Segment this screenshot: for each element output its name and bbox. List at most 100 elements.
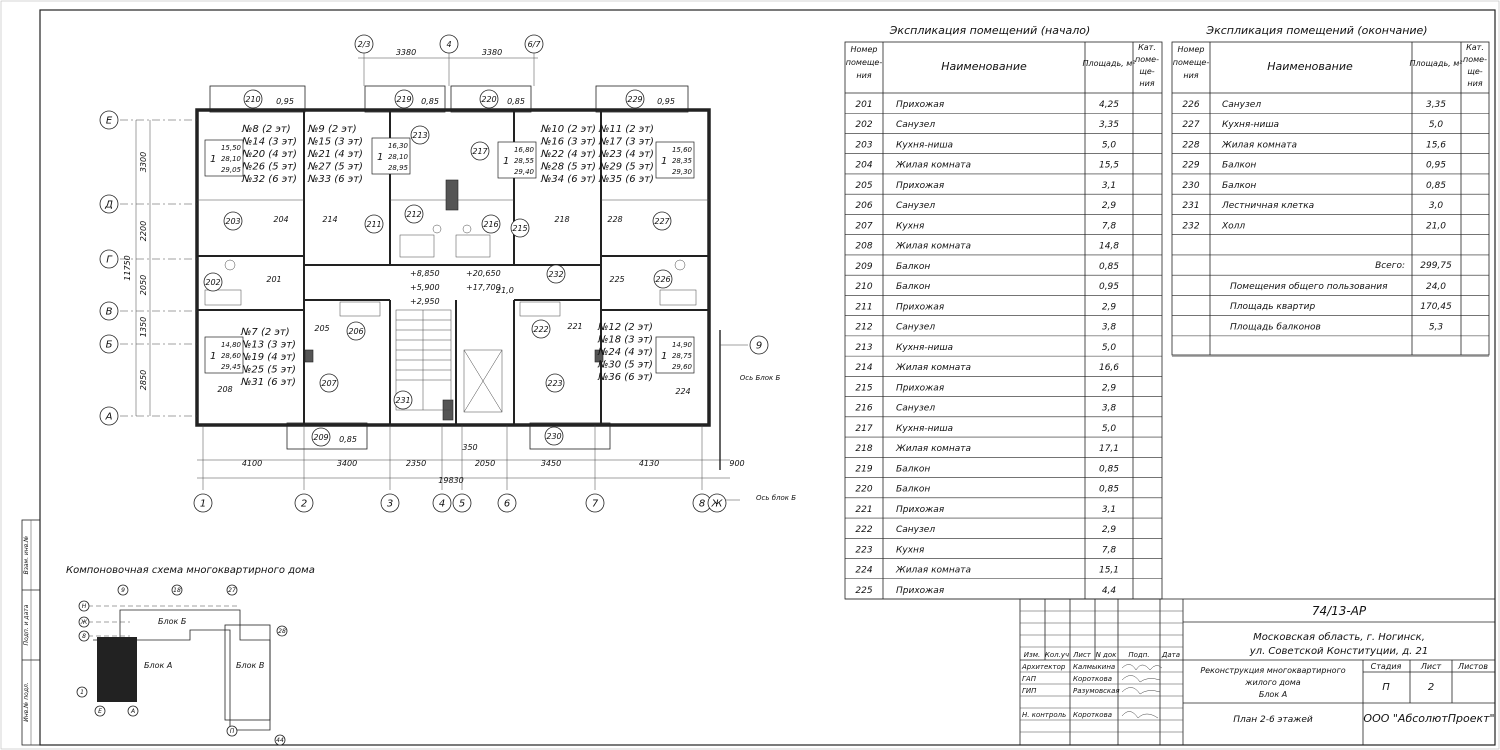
table-summary-value: 5,3 xyxy=(1429,322,1444,332)
room-tag-bubble xyxy=(223,211,243,231)
axis-4: В xyxy=(106,307,113,318)
table-cell-name: Санузел xyxy=(896,525,935,535)
explication-end-title: Экспликация помещений (окончание) xyxy=(1205,24,1427,37)
table-cell-name: Прихожая xyxy=(896,383,945,393)
table-cell-num: 222 xyxy=(855,525,872,535)
layout-axis-mark-bubble xyxy=(276,625,288,637)
apartment-number: №29 (5 эт) xyxy=(598,162,654,173)
table-header-cat: ще- xyxy=(1467,67,1482,76)
room-tag: 205 xyxy=(314,324,329,333)
apartment-area-box xyxy=(497,141,537,179)
apartment-number: №13 (3 эт) xyxy=(240,340,296,351)
layout-block-v: Блок В xyxy=(236,661,264,670)
room-tag-bubble xyxy=(652,211,672,231)
table-summary-label: Помещения общего пользования xyxy=(1230,282,1388,292)
table-cell-num: 231 xyxy=(1182,201,1199,211)
table-cell-area: 15,6 xyxy=(1426,140,1446,150)
table-summary-label: Площадь квартир xyxy=(1230,302,1315,312)
room-tag: 210 xyxy=(245,95,260,104)
room-tag: 217 xyxy=(472,147,488,156)
level-mark: +20,650 xyxy=(466,269,501,278)
table-cell-num: 217 xyxy=(855,424,872,434)
axis-2: Д xyxy=(104,200,113,211)
apartment-rooms: 1 xyxy=(661,351,667,362)
explication-end-grid xyxy=(1171,41,1490,356)
apartment-number: №25 (5 эт) xyxy=(240,365,296,376)
apartment-number: №28 (5 эт) xyxy=(540,162,596,173)
room-tag: 220 xyxy=(481,95,496,104)
table-header-name: Наименование xyxy=(941,60,1027,73)
table-cell-name: Кухня xyxy=(896,221,925,231)
table-cell-name: Балкон xyxy=(896,485,930,495)
apartment-rooms: 1 xyxy=(661,156,667,167)
table-cell-num: 211 xyxy=(855,302,872,312)
room-tag: 219 xyxy=(396,95,411,104)
bottom-dim: 2350 xyxy=(406,459,426,468)
floor-plan xyxy=(195,85,711,450)
layout-axis-mark-bubble xyxy=(171,584,183,596)
apartment-area-box xyxy=(655,141,695,179)
apartment-area: 28,75 xyxy=(672,352,693,360)
explication-end-rowlines xyxy=(1172,112,1489,357)
room-tag: 0,85 xyxy=(339,435,357,444)
layout-axis-mark-bubble xyxy=(274,734,286,746)
table-header-name: Наименование xyxy=(1267,60,1353,73)
apartment-rooms: 1 xyxy=(503,156,509,167)
table-total-value: 299,75 xyxy=(1420,261,1452,271)
stamp-col-header: Лист xyxy=(1072,651,1092,659)
room-tag: 222 xyxy=(533,325,548,334)
axis-num-8: 8 xyxy=(699,499,705,510)
room-tag-bubble xyxy=(510,218,530,238)
room-tag: 211 xyxy=(366,220,381,229)
apartment-number: №26 (5 эт) xyxy=(241,162,297,173)
table-cell-area: 15,5 xyxy=(1099,161,1119,171)
room-tag: 0,85 xyxy=(507,97,525,106)
table-cell-num: 226 xyxy=(1182,100,1199,110)
top-axis-bubble xyxy=(524,34,544,54)
table-cell-area: 3,8 xyxy=(1102,404,1117,414)
axis-num-4: 4 xyxy=(439,499,445,510)
layout-axis-mark-bubble xyxy=(226,725,238,737)
table-cell-num: 232 xyxy=(1182,221,1199,231)
axis-num-1-bubble xyxy=(193,493,213,513)
table-cell-name: Жилая комната xyxy=(1221,140,1297,150)
table-cell-num: 223 xyxy=(855,545,872,555)
room-tag: 232 xyxy=(548,270,563,279)
table-cell-area: 4,25 xyxy=(1099,100,1119,110)
layout-scheme xyxy=(88,605,271,731)
overall-horizontal-dim: 19830 xyxy=(438,476,463,485)
layout-axis-mark: 8 xyxy=(82,633,86,640)
stamp-address-2: ул. Советской Конституции, д. 21 xyxy=(1249,646,1428,657)
room-tag-bubble xyxy=(410,125,430,145)
stamp-role-name: Короткова xyxy=(1073,711,1112,719)
axis-1: Е xyxy=(106,116,113,127)
stamp-role: ГАП xyxy=(1022,675,1037,683)
axis-num-3-bubble xyxy=(380,493,400,513)
apartment-number: №35 (6 эт) xyxy=(598,174,654,185)
apartment-number: №7 (2 эт) xyxy=(240,327,290,338)
room-tag: 223 xyxy=(547,379,562,388)
bottom-dim: 900 xyxy=(729,459,744,468)
axis-zh: Ж xyxy=(711,499,724,510)
room-tag: 208 xyxy=(217,385,232,394)
bottom-dim: 2050 xyxy=(475,459,495,468)
room-tag: 201 xyxy=(266,275,281,284)
room-tag: 204 xyxy=(273,215,288,224)
stamp-stage-value: П xyxy=(1382,682,1390,693)
table-cell-area: 3,1 xyxy=(1102,505,1116,515)
layout-axis-mark-bubble xyxy=(78,600,90,612)
apartment-area: 28,10 xyxy=(221,155,242,163)
table-cell-name: Балкон xyxy=(896,282,930,292)
room-tag-bubble xyxy=(545,373,565,393)
signature-2 xyxy=(1121,675,1161,683)
apartment-area-box xyxy=(204,336,244,374)
axis-2-bubble xyxy=(99,194,119,214)
table-cell-num: 204 xyxy=(855,161,872,171)
table-cell-num: 230 xyxy=(1182,181,1199,191)
apartment-number: №12 (2 эт) xyxy=(597,322,653,333)
table-cell-name: Балкон xyxy=(1222,161,1256,171)
room-tag: 231 xyxy=(395,396,410,405)
stamp-sheet-title: План 2-6 этажей xyxy=(1233,715,1313,725)
level-mark: +8,850 xyxy=(410,269,440,278)
table-cell-name: Балкон xyxy=(896,262,930,272)
